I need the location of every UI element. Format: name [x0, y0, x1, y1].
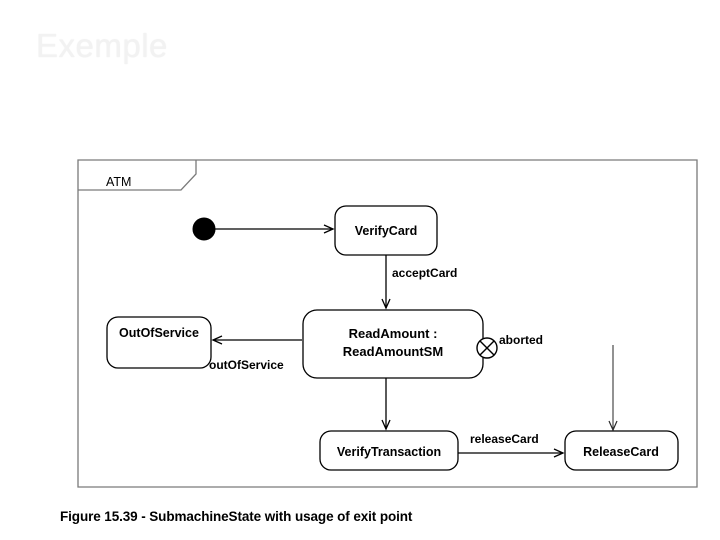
transition-verify-transaction-to-release-card: releaseCard	[458, 432, 565, 458]
exit-point-label: aborted	[499, 333, 543, 347]
exit-point-aborted: aborted	[476, 333, 543, 359]
state-label-line2: ReadAmountSM	[343, 344, 443, 359]
state-release-card: ReleaseCard	[564, 430, 679, 471]
transition-label: outOfService	[209, 358, 284, 372]
state-label: VerifyCard	[355, 224, 418, 238]
state-label: OutOfService	[119, 326, 199, 340]
frame-border	[77, 159, 698, 488]
state-box	[319, 430, 459, 471]
frame-name-label: ATM	[106, 175, 131, 189]
atm-frame: ATM	[77, 159, 698, 488]
initial-state-node	[192, 217, 216, 241]
exit-point-cross-b	[479, 340, 495, 356]
state-box	[564, 430, 679, 471]
transition-label: releaseCard	[470, 432, 539, 446]
state-verify-card: VerifyCard	[334, 205, 438, 256]
transition-label: acceptCard	[392, 266, 457, 280]
initial-state-icon	[192, 217, 216, 241]
transition-verify-card-to-read-amount: acceptCard	[381, 255, 457, 310]
page-title: Exemple	[36, 27, 168, 64]
figure-caption: Figure 15.39 - SubmachineState with usag…	[60, 509, 413, 524]
state-out-of-service: OutOfService	[106, 316, 212, 369]
state-verify-transaction: VerifyTransaction	[319, 430, 459, 471]
state-label-line1: ReadAmount :	[349, 326, 438, 341]
state-box	[106, 316, 212, 369]
state-label: VerifyTransaction	[337, 445, 441, 459]
transition-read-amount-to-out-of-service: outOfService	[209, 335, 302, 372]
state-read-amount-submachine: ReadAmount : ReadAmountSM	[302, 309, 484, 379]
frame-name-tab	[78, 160, 197, 191]
state-label: ReleaseCard	[583, 445, 659, 459]
